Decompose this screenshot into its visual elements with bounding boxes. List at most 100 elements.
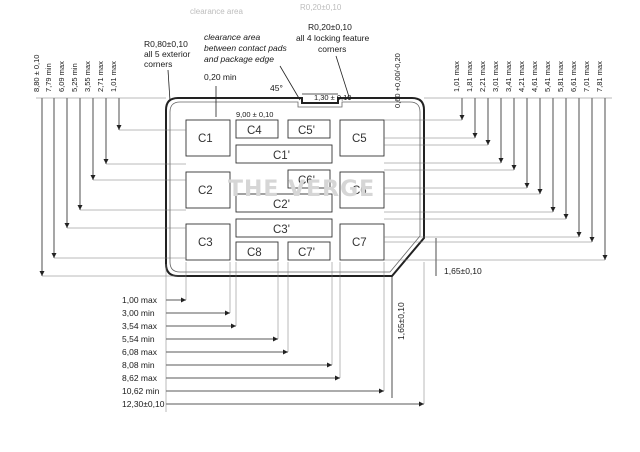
left-dim-arrow-2 [64,223,70,228]
bottom-dim-label-0: 1,00 max [122,295,158,305]
right-dim-label-10: 7,01 max [582,61,591,92]
clearance-leader [279,65,301,101]
right-dim-arrow-8 [563,214,569,219]
bottom-dim-arrow-6 [335,375,340,381]
min-clearance-label: 0,20 min [204,72,237,82]
pad-c4 [235,119,279,139]
right-dim-label-4: 3,41 max [504,61,513,92]
pad-label-c7: C7 [352,237,367,249]
pad-label-c3-prime: C3' [273,224,290,236]
right-dim-label-11: 7,81 max [595,61,604,92]
pad-label-c3: C3 [198,237,213,249]
pad-c1 [185,119,231,157]
left-dim-arrow-0 [39,271,45,276]
right-dim-arrow-6 [537,189,543,194]
right-dim-arrow-10 [589,237,595,242]
left-dim-label-5: 2,71 max [96,61,105,92]
right-dim-arrow-5 [524,183,530,188]
pad-c8 [235,241,279,261]
bottom-dim-label-1: 3,00 min [122,308,155,318]
bottom-dim-arrow-5 [327,362,332,368]
pad-c2-prime [235,193,333,213]
bottom-dim-label-3: 5,54 min [122,334,155,344]
right-dim-label-2: 2,21 max [478,61,487,92]
pad-c6 [339,171,385,209]
bottom-dim-arrow-1 [225,310,230,316]
left-dim-arrow-1 [51,253,57,258]
left-dim-arrow-6 [116,125,122,130]
pad-c7-prime [287,241,331,261]
bottom-dim-label-6: 8,62 max [122,373,158,383]
right-dim-arrow-11 [602,255,608,260]
bottom-dim-label-5: 8,08 min [122,360,155,370]
clearance-line-1: clearance area [204,32,261,42]
pad-c3-prime [235,218,333,238]
right-dim-arrow-7 [550,207,556,212]
bottom-dim-arrow-7 [379,388,384,394]
locking-radius-line-2: all 4 locking feature [296,33,370,43]
pad-span-label: 9,00 ± 0,10 [236,110,273,119]
height-dim-label: 1,65±0,10 [396,302,406,340]
left-dim-label-4: 3,55 max [83,61,92,92]
pad-label-c8: C8 [247,247,262,259]
locking-radius-line-1: R0,20±0,10 [308,22,352,32]
right-dim-label-1: 1,81 max [465,61,474,92]
bottom-dim-label-2: 3,54 max [122,321,158,331]
clearance-line-3: and package edge [204,54,274,64]
right-dim-label-9: 6,61 max [569,61,578,92]
right-dim-arrow-2 [485,140,491,145]
bottom-dim-arrow-0 [181,297,186,303]
pad-c5-prime [287,119,331,139]
notch-width-label: 1,30 ± 0,10 [314,93,351,102]
bottom-dim-label-4: 6,08 max [122,347,158,357]
pad-label-c6: C6 [352,185,367,197]
left-dim-label-0: 8,80 ± 0,10 [32,55,41,92]
bottom-dim-arrow-4 [283,349,288,355]
left-dim-label-6: 1,01 max [109,61,118,92]
bottom-dim-label-8: 12,30±0,10 [122,399,165,409]
notch-depth-label: 0,60 +0,00/-0,20 [393,53,402,108]
corner-radius-line-1: R0,80±0,10 [144,39,188,49]
right-dim-label-3: 3,01 max [491,61,500,92]
pad-c2 [185,171,231,209]
right-dim-label-7: 5,41 max [543,61,552,92]
right-dim-label-0: 1,01 max [452,61,461,92]
ghost-label-clearance: clearance area [190,7,243,16]
left-dim-arrow-4 [90,175,96,180]
pad-label-c6-prime: C6' [298,175,315,187]
card-outline-inner [169,101,421,273]
pad-c3 [185,223,231,261]
pad-c7 [339,223,385,261]
bottom-dim-label-7: 10,62 min [122,386,160,396]
pad-label-c5: C5 [352,133,367,145]
pad-c1-prime [235,144,333,164]
left-dim-arrow-5 [103,159,109,164]
chamfer-angle-label: 45° [270,83,283,93]
right-dimensions: 1,01 max 1,81 max 2,21 max 3,01 max 3,41 max… [384,61,612,261]
pad-labels: C1 C2 C3 C4 C5' C5 C1' C6' C6 C2' C3' C7… [198,125,367,259]
clearance-line-2: between contact pads [204,43,287,53]
right-dim-arrow-4 [511,165,517,170]
right-dim-label-8: 5,81 max [556,61,565,92]
left-dim-label-3: 5,25 min [70,63,79,92]
locking-radius-leader [335,55,351,101]
right-dim-label-5: 4,21 max [517,61,526,92]
pad-c6-prime [287,169,331,189]
pad-label-c1: C1 [198,133,213,145]
pad-label-c4: C4 [247,125,262,137]
corner-radius-line-2: all 5 exterior [144,49,190,59]
right-dim-arrow-1 [472,133,478,138]
corner-radius-line-3: corners [144,59,172,69]
bottom-dim-arrow-8 [419,401,424,407]
corner-radius-leader [167,69,171,102]
pad-label-c2: C2 [198,185,213,197]
watermark: THE VERGE [228,177,375,202]
right-dim-arrow-0 [459,115,465,120]
pad-label-c2-prime: C2' [273,199,290,211]
ghost-label-radius: R0,20±0,10 [300,3,342,12]
right-dim-label-6: 4,61 max [530,61,539,92]
left-dim-label-1: 7,79 min [44,63,53,92]
